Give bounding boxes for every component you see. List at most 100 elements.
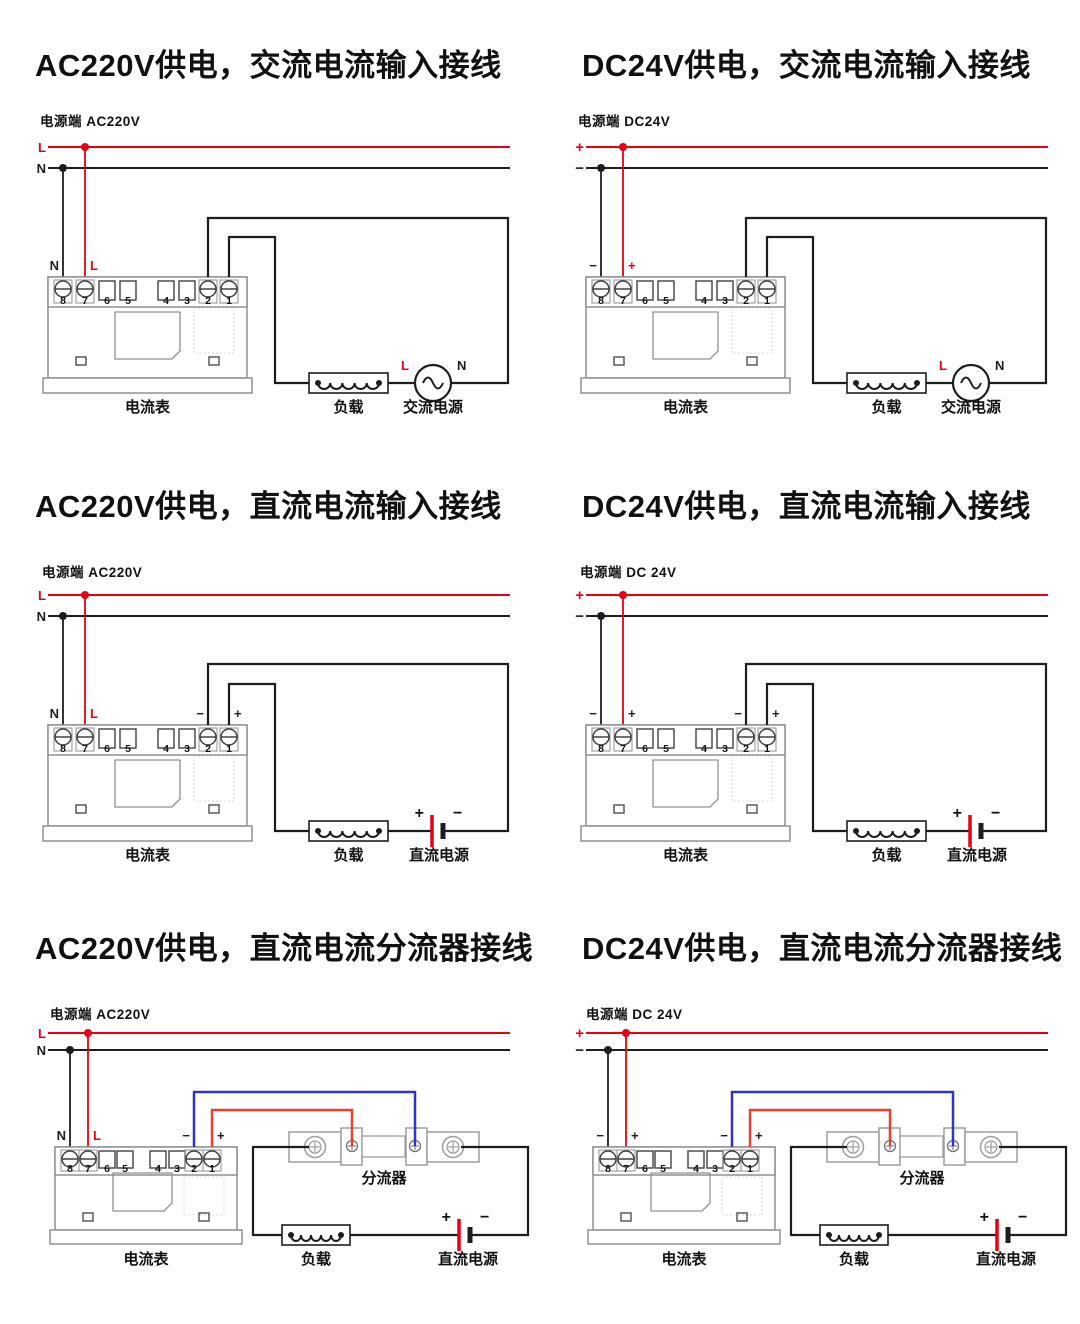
terminal-screw-housing: [736, 279, 756, 304]
shunt: 分流器: [826, 1127, 1018, 1187]
panel4-power-terminal-label: 电源端 DC 24V: [580, 565, 677, 580]
shunt-left-bolt-cross: [310, 1142, 320, 1152]
measuring-circuit: 分流器+−负载直流电源: [730, 1090, 1068, 1268]
panel5-power-terminal-label: 电源端 AC220V: [50, 1007, 151, 1022]
power-bus: +−: [575, 139, 1048, 277]
terminal-blank: [157, 728, 175, 749]
terminal-number: 4: [701, 295, 707, 307]
terminal-screw: [54, 280, 72, 298]
terminal-screw: [76, 728, 94, 746]
meter-foot: [208, 356, 220, 366]
load-coil: [317, 382, 380, 390]
live-junction-dot: [81, 591, 89, 599]
terminal-screw: [592, 280, 610, 298]
live-junction-dot: [81, 143, 89, 151]
terminal1-wire: [227, 235, 309, 385]
terminal-screw: [220, 728, 238, 746]
terminal-screw-housing: [75, 279, 95, 304]
terminal-blank: [716, 280, 734, 301]
terminal7-label: +: [628, 258, 636, 273]
terminal8-label: −: [589, 258, 597, 273]
power-bus: +−: [575, 587, 1048, 725]
terminal-screw: [758, 280, 776, 298]
panel1-power-terminal-label: 电源端 AC220V: [40, 114, 141, 129]
battery-plus-label: +: [415, 805, 424, 822]
terminal-number: 8: [60, 743, 66, 755]
shunt-label: 分流器: [361, 1169, 407, 1187]
meter-foot: [82, 1212, 94, 1222]
battery-plus-label: +: [953, 805, 962, 822]
terminal-screw: [737, 728, 755, 746]
terminal-blank: [149, 1150, 167, 1169]
terminal-number: 6: [642, 1163, 648, 1175]
battery-minus-label: −: [1018, 1209, 1027, 1226]
terminal-number: 1: [764, 295, 770, 307]
terminal-number: 4: [701, 743, 707, 755]
source-label: 直流电源: [947, 846, 1007, 864]
terminal-number: 2: [191, 1163, 197, 1175]
meter-dashed-hint: [721, 1176, 763, 1216]
shunt-right-current-wire: [999, 1145, 1068, 1237]
bus-top-label: +: [575, 139, 584, 156]
meter-foot: [75, 804, 87, 814]
meter-foot: [736, 1212, 748, 1222]
source-label: 直流电源: [409, 846, 469, 864]
load-coil: [317, 830, 380, 838]
terminal-screw-housing: [613, 727, 633, 752]
terminal-number: 1: [226, 743, 232, 755]
bus-top-label: L: [38, 588, 46, 603]
terminal-screw: [76, 280, 94, 298]
terminal-number: 8: [67, 1163, 73, 1175]
neutral-junction-dot: [66, 1046, 74, 1054]
meter-label: 电流表: [663, 398, 709, 416]
terminal-number: 5: [663, 295, 669, 307]
load-coil: [855, 830, 918, 838]
terminal-screw-housing: [53, 727, 73, 752]
terminal-blank: [98, 1150, 116, 1169]
terminal-number: 3: [722, 743, 728, 755]
terminal-number: 4: [163, 295, 169, 307]
terminal-number: 5: [122, 1163, 128, 1175]
terminal-screw: [599, 1150, 617, 1168]
terminal-number: 6: [642, 743, 648, 755]
terminal-blank: [116, 1150, 134, 1169]
shunt-left-current-wire: [789, 1145, 847, 1237]
bus-bottom-label: −: [575, 160, 584, 177]
bus-top-label: L: [38, 140, 46, 155]
measuring-circuit: +−负载直流电源: [206, 662, 510, 864]
terminal-screw: [199, 280, 217, 298]
load-label: 负载: [301, 1250, 331, 1268]
meter-label: 电流表: [125, 398, 171, 416]
panel3-title: AC220V供电，直流电流输入接线: [35, 489, 502, 524]
load: [846, 372, 927, 394]
terminal1-label: +: [217, 1128, 225, 1143]
panel1-title: AC220V供电，交流电流输入接线: [35, 48, 502, 83]
terminal-blank: [178, 728, 196, 749]
terminal-blank: [657, 728, 675, 749]
terminal-blank: [98, 728, 116, 749]
terminal8-label: −: [589, 706, 597, 721]
terminal-screw: [61, 1150, 79, 1168]
power-bus: LN: [37, 1026, 510, 1147]
terminal2-label: −: [196, 706, 204, 721]
terminal-screw: [220, 280, 238, 298]
terminal-number: 7: [82, 295, 88, 307]
terminal1-sense-wire-red: [748, 1108, 892, 1147]
terminal1-label: +: [772, 706, 780, 721]
panel2-title: DC24V供电，交流电流输入接线: [582, 48, 1031, 83]
panel6-power-terminal-label: 电源端 DC 24V: [586, 1007, 683, 1022]
terminal-blank: [636, 1150, 654, 1169]
load-coil: [828, 1234, 880, 1242]
bus-top-label: L: [38, 1026, 46, 1041]
terminal8-label: −: [596, 1128, 604, 1143]
meter-dashed-hint: [193, 308, 235, 354]
panel2-power-terminal-label: 电源端 DC24V: [578, 114, 671, 129]
